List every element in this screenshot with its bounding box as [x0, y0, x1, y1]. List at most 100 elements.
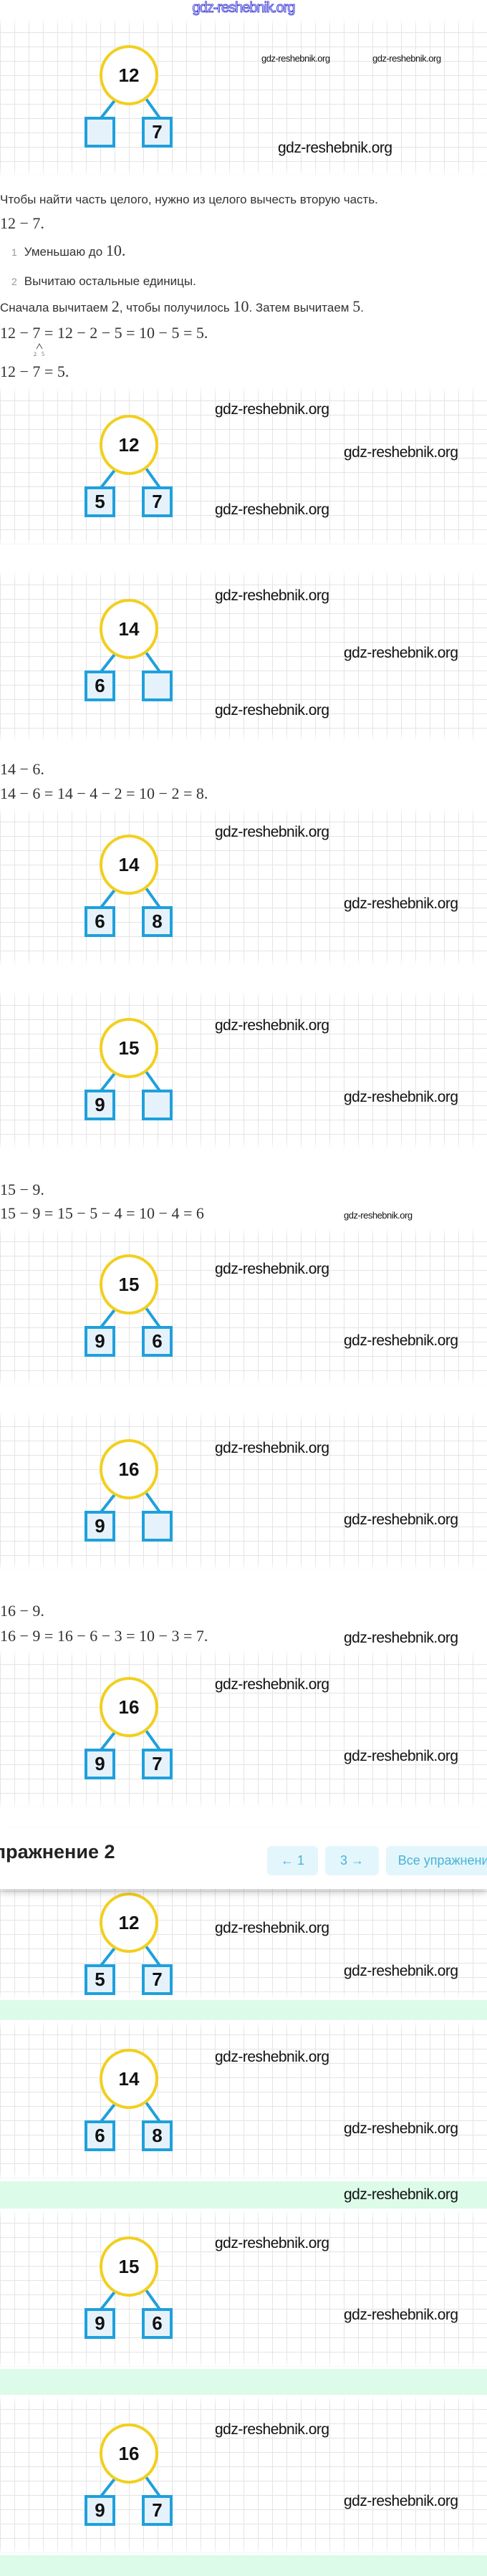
next-exercise-button[interactable]: 3 →: [325, 1846, 379, 1875]
part-box-left: 6: [85, 2120, 115, 2151]
connector-lines: [99, 2289, 162, 2312]
connector-lines: [99, 97, 162, 120]
part-box-left: 9: [85, 2495, 115, 2526]
whole-circle: 14: [100, 835, 158, 895]
part-box-right: 7: [142, 117, 173, 148]
connector-lines: [99, 1945, 162, 1968]
connector-lines: [99, 1307, 162, 1330]
part-box-right: [142, 1090, 173, 1120]
exercise-title: Упражнение 2: [0, 1841, 115, 1863]
watermark-text: gdz-reshebnik.org: [215, 1920, 329, 1936]
step-text: Уменьшаю до: [24, 245, 106, 259]
part-box-left: 5: [85, 1964, 115, 1995]
whole-circle: 15: [100, 1254, 158, 1315]
part-box-right: 7: [142, 1749, 173, 1779]
whole-circle: 16: [100, 1677, 158, 1737]
watermark-text: gdz-reshebnik.org: [215, 401, 329, 418]
whole-circle: 15: [100, 1018, 158, 1078]
part-box-left: 9: [85, 1749, 115, 1779]
watermark-text: gdz-reshebnik.org: [344, 2307, 458, 2323]
step-number: 1: [11, 246, 17, 258]
part-box-right: 8: [142, 906, 173, 937]
text-part: , чтобы получилось: [119, 301, 233, 314]
grid-panel: [0, 386, 487, 547]
whole-circle: 14: [100, 2049, 158, 2109]
answer-bar: [0, 2000, 487, 2020]
watermark-text: gdz-reshebnik.org: [215, 1440, 329, 1456]
connector-lines: [99, 2476, 162, 2499]
part-box-left: 9: [85, 2308, 115, 2339]
result: 12 − 7 = 5.: [0, 362, 69, 380]
part-box-left: 5: [85, 486, 115, 517]
watermark-text: gdz-reshebnik.org: [344, 1630, 458, 1646]
whole-circle: 12: [100, 415, 158, 475]
equation: 14 − 6 = 14 − 4 − 2 = 10 − 2 = 8.: [0, 784, 208, 802]
equation: 16 − 9 = 16 − 6 − 3 = 10 − 3 = 7.: [0, 1627, 208, 1645]
text-part: Сначала вычитаем: [0, 301, 112, 314]
step-number: 2: [11, 276, 17, 287]
decomposition-branch-icon: [36, 343, 43, 350]
equation: 15 − 9 = 15 − 5 − 4 = 10 − 4 = 6: [0, 1204, 204, 1222]
part-box-left: 9: [85, 1511, 115, 1542]
grid-panel: [0, 2209, 487, 2369]
part-box-right: 8: [142, 2120, 173, 2151]
math-part: 5: [352, 297, 361, 315]
grid-panel: [0, 991, 487, 1150]
part-box-right: 7: [142, 2495, 173, 2526]
grid-panel: [0, 570, 487, 742]
whole-circle: 16: [100, 2423, 158, 2484]
watermark-text: gdz-reshebnik.org: [344, 444, 458, 461]
watermark-text: gdz-reshebnik.org: [344, 1210, 413, 1221]
watermark-text: gdz-reshebnik.org: [344, 1089, 458, 1105]
explanation-text: Сначала вычитаем 2, чтобы получилось 10.…: [0, 297, 364, 317]
grid-panel: [0, 1650, 487, 1809]
step-math: 10.: [105, 241, 126, 259]
whole-circle: 12: [100, 45, 158, 105]
part-box-right: [142, 1511, 173, 1542]
part-box-left: 9: [85, 1090, 115, 1120]
all-exercises-button[interactable]: Все упражнения: [386, 1846, 487, 1875]
step-item: 1 Уменьшаю до 10.: [11, 241, 125, 261]
watermark-text: gdz-reshebnik.org: [372, 53, 441, 64]
expression: 15 − 9.: [0, 1181, 44, 1198]
watermark-text: gdz-reshebnik.org: [215, 2235, 329, 2251]
expression: 12 − 7.: [0, 214, 44, 232]
connector-lines: [99, 467, 162, 490]
connector-lines: [99, 1729, 162, 1752]
decomposition-part: 5: [42, 351, 44, 357]
exercise-header: Упражнение 2 ← 1 3 → Все упражнения: [0, 1828, 487, 1889]
watermark-text: gdz-reshebnik.org: [344, 2120, 458, 2137]
connector-lines: [99, 1491, 162, 1514]
answer-bar: [0, 2181, 487, 2209]
watermark-text: gdz-reshebnik.org: [215, 501, 329, 518]
part-box-left: 6: [85, 906, 115, 937]
watermark-text: gdz-reshebnik.org: [344, 895, 458, 912]
text-part: . Затем вычитаем: [249, 301, 353, 314]
watermark-text: gdz-reshebnik.org: [344, 645, 458, 661]
watermark-text: gdz-reshebnik.org: [215, 1261, 329, 1277]
part-box-right: 7: [142, 1964, 173, 1995]
math-part: 2: [111, 297, 120, 315]
grid-panel: [0, 807, 487, 966]
answer-bar: [0, 2555, 487, 2576]
expression: 16 − 9.: [0, 1602, 44, 1620]
whole-circle: 14: [100, 599, 158, 659]
part-box-right: [142, 671, 173, 701]
grid-panel: [0, 2395, 487, 2555]
explanation-text: Чтобы найти часть целого, нужно из целог…: [0, 193, 378, 206]
watermark-text: gdz-reshebnik.org: [215, 587, 329, 604]
grid-panel: [0, 1412, 487, 1571]
watermark-text: gdz-reshebnik.org: [344, 1512, 458, 1528]
grid-panel: [0, 1227, 487, 1386]
whole-circle: 12: [100, 1893, 158, 1953]
prev-exercise-button[interactable]: ← 1: [267, 1846, 318, 1875]
part-box-right: 7: [142, 486, 173, 517]
grid-panel: [0, 2020, 487, 2181]
